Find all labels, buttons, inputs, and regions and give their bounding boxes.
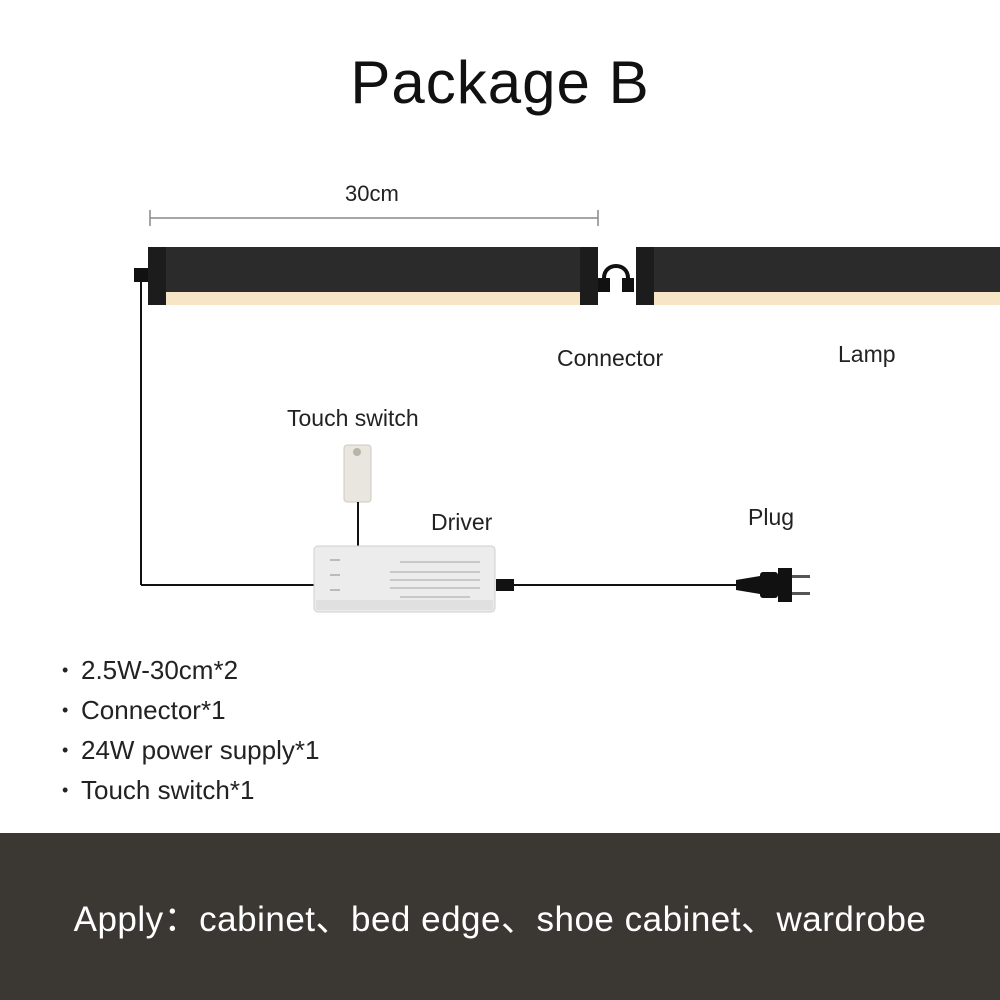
lamp-2 <box>636 247 1000 305</box>
touch-switch-label: Touch switch <box>287 405 419 431</box>
touch-switch-icon <box>343 444 372 546</box>
plug-cable <box>496 579 736 591</box>
lamp-1 <box>148 247 598 305</box>
connector-icon <box>598 264 634 292</box>
lamp-end-connector-icon <box>134 268 316 586</box>
bullet-icon: • <box>62 660 69 680</box>
list-item: •Connector*1 <box>62 690 319 730</box>
plug-icon <box>736 568 810 602</box>
application-banner: Apply：cabinet、bed edge、shoe cabinet、ward… <box>0 833 1000 1000</box>
plug-label: Plug <box>748 504 795 530</box>
page-title: Package B <box>350 49 650 116</box>
list-item: •24W power supply*1 <box>62 730 319 770</box>
package-contents-list: •2.5W-30cm*2 •Connector*1 •24W power sup… <box>62 650 319 810</box>
connector-label: Connector <box>557 345 664 371</box>
list-item: •2.5W-30cm*2 <box>62 650 319 690</box>
bullet-icon: • <box>62 780 69 800</box>
bullet-icon: • <box>62 740 69 760</box>
lamp-label: Lamp <box>838 341 896 367</box>
wiring-diagram <box>134 210 1000 613</box>
application-text: Apply：cabinet、bed edge、shoe cabinet、ward… <box>73 900 927 939</box>
bullet-icon: • <box>62 700 69 720</box>
dimension-label: 30cm <box>345 181 399 206</box>
driver-label: Driver <box>431 509 493 535</box>
list-item: •Touch switch*1 <box>62 770 319 810</box>
dimension-line <box>149 210 599 226</box>
driver-icon <box>313 545 496 613</box>
